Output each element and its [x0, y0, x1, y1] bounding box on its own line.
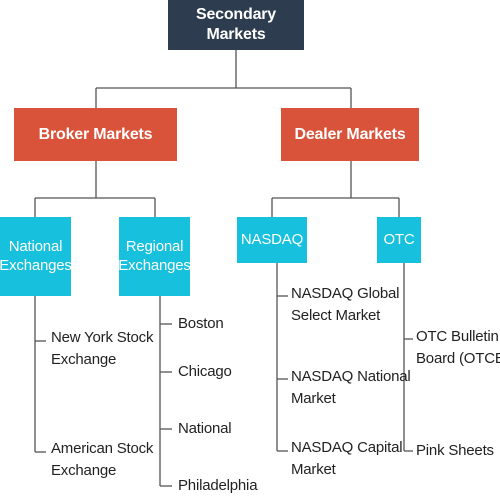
leaf-new-york-stock-exchange: New York Stock Exchange [51, 329, 154, 368]
leaf-nasdaq-capital-market: NASDAQ Capital Market [291, 439, 403, 478]
node-label: National Exchanges [0, 237, 72, 274]
node-dealer-markets: Dealer Markets [281, 108, 419, 161]
node-label: Dealer Markets [294, 125, 406, 143]
node-national-exchanges: National Exchanges [0, 217, 72, 296]
leaf-nasdaq-global-select-market: NASDAQ Global Select Market [291, 285, 400, 324]
node-secondary-markets: Secondary Markets [168, 0, 304, 50]
leaf-nasdaq-national-market: NASDAQ National Market [291, 368, 411, 407]
leaf-philadelphia: Philadelphia [178, 477, 258, 494]
leaf-chicago: Chicago [178, 363, 232, 380]
node-otc: OTC [377, 217, 421, 263]
leaf-otc-bulletin-board: OTC Bulletin Board (OTCBB) [416, 328, 500, 367]
leaf-pink-sheets: Pink Sheets [416, 442, 494, 459]
node-label: NASDAQ [240, 230, 304, 248]
node-label: Regional Exchanges [118, 237, 191, 274]
node-regional-exchanges: Regional Exchanges [118, 217, 191, 296]
leaf-american-stock-exchange: American Stock Exchange [51, 440, 154, 479]
leaf-national: National [178, 420, 232, 437]
node-broker-markets: Broker Markets [14, 108, 177, 161]
leaf-boston: Boston [178, 315, 224, 332]
node-label: Secondary Markets [195, 6, 276, 43]
node-label: OTC [383, 230, 415, 248]
node-nasdaq: NASDAQ [237, 217, 307, 263]
node-label: Broker Markets [38, 125, 153, 143]
